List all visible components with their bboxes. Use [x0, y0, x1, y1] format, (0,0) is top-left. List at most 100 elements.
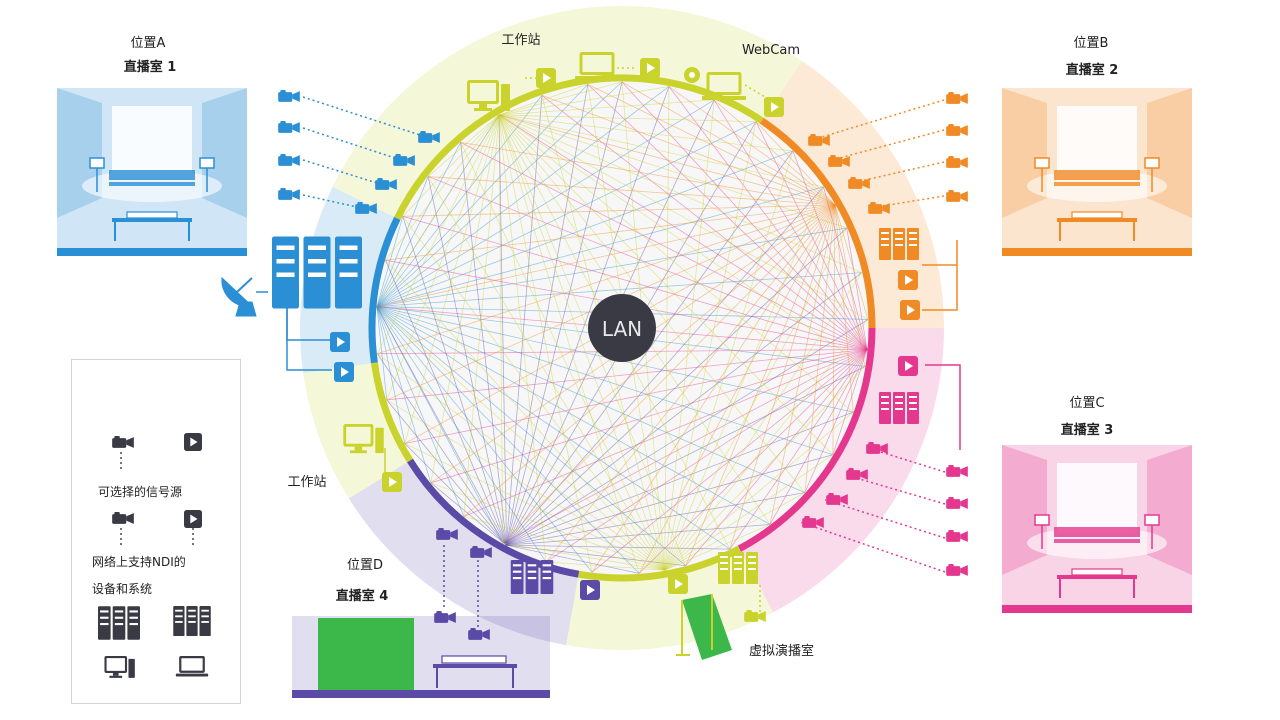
mesh-line — [664, 121, 757, 571]
studio-1-illustration — [57, 88, 247, 257]
virtual-studio-label: 虚拟演播室 — [749, 644, 815, 659]
mesh-line — [668, 86, 836, 206]
mesh-line — [498, 84, 588, 116]
mesh-line — [506, 544, 730, 550]
mesh-line — [498, 114, 869, 320]
camera-icon — [946, 564, 968, 576]
mesh-line — [729, 204, 836, 550]
mesh-line — [376, 95, 543, 307]
mesh-line — [404, 349, 868, 444]
mesh-line — [685, 349, 868, 566]
location-b-label: 位置B — [1073, 36, 1109, 51]
mesh-line — [460, 142, 666, 571]
mesh-line — [376, 306, 593, 573]
mesh-line — [498, 114, 847, 229]
mesh-line — [498, 114, 866, 367]
mesh-line — [498, 114, 756, 123]
mesh-line — [498, 114, 504, 544]
camera-icon — [278, 188, 300, 200]
mesh-line — [506, 366, 866, 546]
mesh-line — [463, 114, 500, 517]
play-icon — [536, 68, 556, 88]
mesh-line — [713, 99, 836, 206]
webcam-label: WebCam — [741, 43, 801, 58]
play-icon — [898, 356, 918, 376]
server-rack-icon — [879, 392, 919, 424]
mesh-line — [541, 95, 868, 350]
mesh-line — [498, 114, 868, 350]
mesh-line — [377, 353, 665, 571]
server-rack-icon — [98, 606, 140, 640]
mesh-line — [498, 114, 834, 455]
mesh-line — [545, 204, 836, 563]
purple-connectors — [443, 545, 479, 628]
mesh-line — [506, 81, 623, 546]
mesh-line — [376, 306, 665, 571]
legend-icons — [98, 433, 211, 680]
camera-icon — [278, 121, 300, 133]
mesh-line — [376, 306, 504, 544]
mesh-line — [385, 204, 836, 261]
mesh-line — [506, 227, 848, 546]
mesh-line — [376, 176, 429, 307]
mesh-line — [498, 114, 593, 573]
laptop-icon — [174, 656, 210, 678]
mesh-line — [376, 81, 623, 307]
mesh-line — [376, 272, 862, 307]
mesh-line — [541, 95, 836, 206]
mesh-line — [729, 349, 868, 550]
camera-icon — [946, 497, 968, 509]
mesh-line — [376, 306, 547, 563]
camera-icon — [946, 156, 968, 168]
mesh-line — [376, 150, 794, 307]
camera-icon — [946, 92, 968, 104]
mesh-line — [498, 114, 806, 493]
mesh-line — [506, 524, 771, 546]
mesh-line — [591, 204, 836, 573]
mesh-line — [386, 349, 868, 401]
mesh-line — [498, 114, 854, 413]
mesh-line — [430, 349, 868, 484]
mesh-line — [587, 84, 868, 350]
mesh-line — [506, 544, 640, 574]
lan-hub: LAN — [588, 294, 656, 362]
mesh-line — [463, 516, 665, 571]
mesh-line — [430, 482, 665, 571]
mesh-line — [804, 349, 868, 493]
mesh-line — [386, 399, 507, 546]
camera-icon — [946, 530, 968, 542]
mesh-line — [664, 319, 869, 571]
mesh-line — [621, 81, 868, 350]
mesh-line — [402, 215, 868, 350]
mesh-line — [463, 349, 868, 517]
mesh-line — [506, 454, 833, 546]
mesh-line — [506, 95, 543, 546]
mesh-line — [498, 81, 623, 116]
mesh-line — [463, 204, 836, 517]
location-a-label: 位置A — [130, 36, 166, 51]
mesh-line — [755, 121, 868, 350]
mesh-line — [713, 99, 868, 350]
mesh-line — [460, 141, 836, 206]
ring-arc-yellow — [394, 74, 764, 220]
mesh-line — [386, 399, 665, 571]
orange-connectors — [811, 99, 958, 311]
mesh-line — [376, 306, 640, 574]
play-icon — [580, 580, 600, 600]
mesh-line — [376, 121, 757, 307]
ring-arc-pink — [737, 327, 876, 552]
play-icon — [330, 332, 350, 352]
mesh-line — [545, 349, 868, 563]
mesh-line — [506, 186, 824, 546]
mesh-line — [376, 306, 771, 525]
server-rack-icon — [879, 228, 919, 260]
mesh-line — [460, 141, 868, 350]
pink-connectors — [799, 364, 961, 573]
mesh-line — [498, 114, 547, 563]
mesh-line — [832, 349, 868, 455]
mesh-line — [376, 114, 500, 354]
mesh-line — [376, 306, 833, 456]
mesh-line — [587, 84, 836, 206]
mesh-line — [498, 114, 666, 571]
